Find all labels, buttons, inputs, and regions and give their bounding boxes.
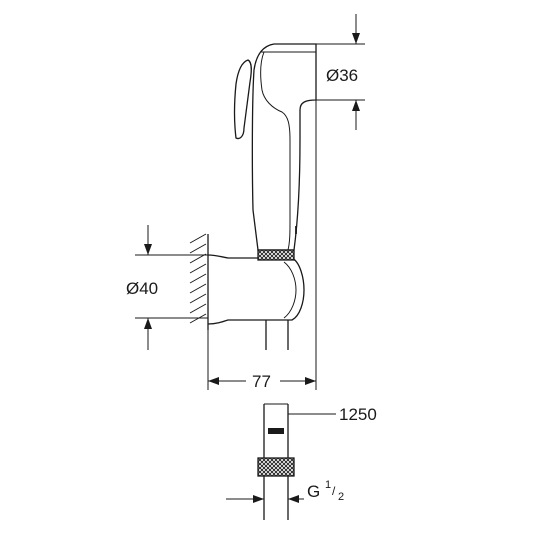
thread-slash: / bbox=[332, 484, 336, 498]
dimension-holder-diameter: Ø40 bbox=[126, 225, 208, 350]
dimension-thread: G 1 / 2 bbox=[226, 479, 344, 503]
holder-diameter-label: Ø40 bbox=[126, 279, 158, 298]
hand-shower bbox=[233, 43, 317, 261]
thread-denominator: 2 bbox=[338, 491, 344, 503]
hose-top bbox=[265, 320, 289, 350]
wall bbox=[189, 233, 209, 330]
thread-label: G bbox=[307, 482, 320, 501]
projection-label: 77 bbox=[252, 372, 271, 391]
thread-numerator: 1 bbox=[325, 479, 331, 491]
dimension-head-diameter: Ø36 bbox=[316, 14, 365, 130]
hose-length-label: 1250 bbox=[339, 405, 377, 424]
dimension-projection: 77 bbox=[208, 372, 316, 391]
dimension-hose-length: 1250 bbox=[288, 405, 377, 424]
hose-connector bbox=[257, 403, 295, 520]
head-diameter-label: Ø36 bbox=[326, 66, 358, 85]
wall-holder bbox=[207, 254, 305, 325]
reference-lines bbox=[207, 44, 317, 390]
